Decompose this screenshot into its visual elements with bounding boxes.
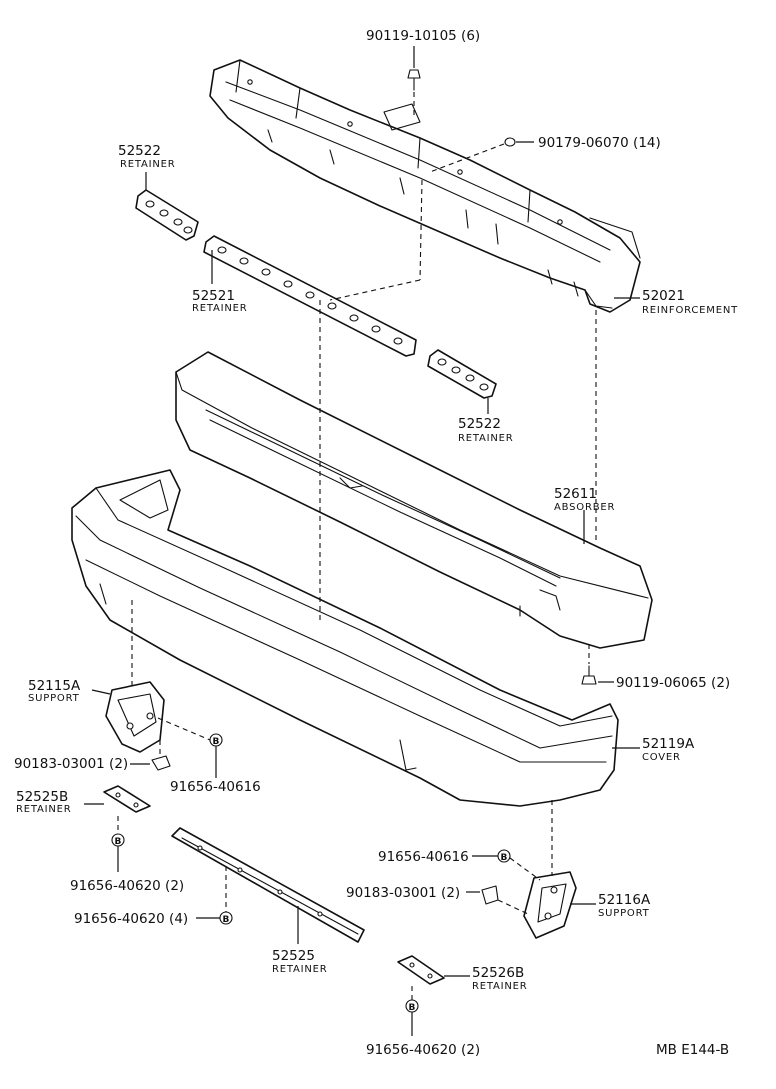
reinforcement-name: REINFORCEMENT bbox=[642, 305, 738, 316]
callout-b-left-support: B bbox=[209, 733, 223, 747]
clip-left-label: 90183-03001 (2) bbox=[14, 756, 128, 772]
bolt-top-icon bbox=[407, 69, 421, 91]
retainer-52521-name: RETAINER bbox=[192, 303, 248, 314]
retainer-52525-drawing bbox=[171, 827, 365, 943]
support-left-name: SUPPORT bbox=[28, 693, 80, 704]
diagram-code: MB E144-B bbox=[656, 1042, 729, 1058]
retainer-52526B-name: RETAINER bbox=[472, 981, 528, 992]
svg-text:B: B bbox=[115, 837, 122, 847]
callout-b-52525: B bbox=[219, 911, 233, 925]
support-left-drawing bbox=[105, 681, 165, 753]
retainer-52525B-drawing bbox=[103, 785, 151, 813]
svg-text:B: B bbox=[501, 853, 508, 863]
retainer-52526B-drawing bbox=[397, 955, 445, 985]
retainer-52521-drawing bbox=[203, 235, 417, 357]
bolt-absorber-icon bbox=[581, 665, 597, 685]
nut-52526B-label: 91656-40620 (2) bbox=[366, 1042, 480, 1058]
svg-text:B: B bbox=[409, 1003, 416, 1013]
retainer-52522-upper-drawing bbox=[135, 189, 199, 241]
callout-b-52525B: B bbox=[111, 833, 125, 847]
bumper-cover-drawing bbox=[71, 469, 619, 807]
callout-b-right-support: B bbox=[497, 849, 511, 863]
nut-52525-label: 91656-40620 (4) bbox=[74, 911, 188, 927]
nut-52525B-label: 91656-40620 (2) bbox=[70, 878, 184, 894]
absorber-number: 52611 bbox=[554, 486, 597, 502]
retainer-52522-upper-name: RETAINER bbox=[120, 159, 176, 170]
retainer-52522-upper-number: 52522 bbox=[118, 143, 161, 159]
callout-b-52526B: B bbox=[405, 999, 419, 1013]
retainer-52525-name: RETAINER bbox=[272, 964, 328, 975]
svg-text:B: B bbox=[223, 915, 230, 925]
bolt-top-label: 90119-10105 (6) bbox=[366, 28, 480, 44]
clip-top-label: 90179-06070 (14) bbox=[538, 135, 661, 151]
nut-left-support-label: 91656-40616 bbox=[170, 779, 261, 795]
reinforcement-number: 52021 bbox=[642, 288, 685, 304]
retainer-52526B-number: 52526B bbox=[472, 965, 524, 981]
retainer-52521-number: 52521 bbox=[192, 288, 235, 304]
clip-right-label: 90183-03001 (2) bbox=[346, 885, 460, 901]
retainer-52525-number: 52525 bbox=[272, 948, 315, 964]
clip-left-icon bbox=[151, 755, 171, 771]
reinforcement-drawing bbox=[209, 59, 641, 313]
support-right-name: SUPPORT bbox=[598, 908, 650, 919]
absorber-drawing bbox=[175, 351, 653, 649]
clip-top-icon bbox=[504, 137, 516, 147]
support-right-number: 52116A bbox=[598, 892, 651, 908]
absorber-name: ABSORBER bbox=[554, 502, 615, 513]
cover-number: 52119A bbox=[642, 736, 695, 752]
nut-right-support-label: 91656-40616 bbox=[378, 849, 469, 865]
support-left-number: 52115A bbox=[28, 678, 81, 694]
support-right-drawing bbox=[523, 871, 577, 939]
retainer-52522-lower-number: 52522 bbox=[458, 416, 501, 432]
svg-text:B: B bbox=[213, 737, 220, 747]
clip-right-icon bbox=[481, 885, 499, 905]
retainer-52525B-name: RETAINER bbox=[16, 804, 72, 815]
retainer-52522-lower-name: RETAINER bbox=[458, 433, 514, 444]
retainer-52525B-number: 52525B bbox=[16, 789, 68, 805]
retainer-52522-lower-drawing bbox=[427, 349, 497, 399]
bolt-absorber-label: 90119-06065 (2) bbox=[616, 675, 730, 691]
cover-name: COVER bbox=[642, 752, 681, 763]
